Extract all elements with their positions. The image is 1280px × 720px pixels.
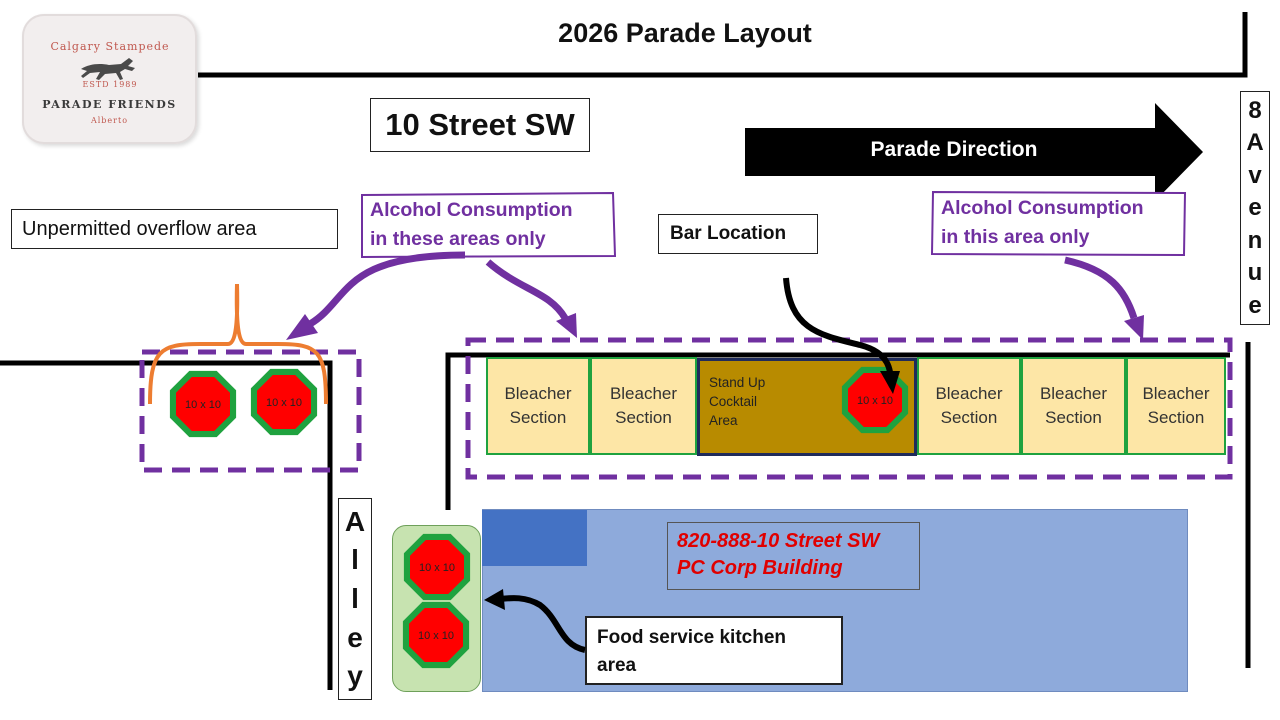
street-label: 10 Street SW <box>370 98 590 152</box>
avenue-letter: e <box>1248 194 1262 221</box>
alley-label: A l l e y <box>338 498 372 700</box>
kitchen-label-line1: Food service kitchen <box>597 627 787 648</box>
alcohol-note-left-line1: Alcohol Consumption <box>370 199 573 221</box>
street-edge-west <box>0 360 333 690</box>
logo-estd-text: ESTD 1989 <box>82 80 138 89</box>
bleacher-label-line1: Bleacher <box>935 384 1003 403</box>
alcohol-note-left: Alcohol Consumption in these areas only <box>360 192 616 258</box>
street-edge-top <box>198 12 1248 78</box>
note-frame-right <box>931 190 1187 256</box>
cocktail-area-label: Stand Up Cocktail Area <box>709 373 809 430</box>
bleacher-label-line2: Section <box>615 408 672 427</box>
avenue-letter: A <box>1246 129 1264 156</box>
alley-letter: A <box>344 505 366 537</box>
building-address-box: 820-888-10 Street SW PC Corp Building <box>667 522 920 590</box>
overflow-area-label: Unpermitted overflow area <box>11 209 338 249</box>
alley-letter: e <box>347 621 363 653</box>
cocktail-label-line3: Area <box>709 413 738 428</box>
building-accent-block <box>482 510 587 566</box>
kitchen-label-line2: area <box>597 655 637 676</box>
alley-letter: l <box>351 582 359 614</box>
street-edge-east <box>445 352 1230 510</box>
logo-top-text: Calgary Stampede <box>50 40 170 53</box>
bleacher-label-line2: Section <box>509 408 567 427</box>
note-frame-left <box>361 192 616 258</box>
bar-location-label: Bar Location <box>658 214 818 254</box>
parade-direction-arrow <box>745 103 1203 201</box>
alcohol-note-right-line1: Alcohol Consumption <box>941 197 1144 219</box>
parade-direction-label: Parade Direction <box>870 138 1038 161</box>
avenue-letter: n <box>1247 226 1263 254</box>
alcohol-zone-left <box>139 349 362 473</box>
building-address: 820-888-10 Street SW <box>677 530 880 552</box>
bleacher-label-line1: Bleacher <box>1039 384 1108 403</box>
logo <box>22 14 197 144</box>
alcohol-note-right-line2: in this area only <box>941 226 1090 248</box>
alley-letter: l <box>351 544 359 576</box>
avenue-letter: u <box>1247 259 1263 286</box>
bleacher-label-line2: Section <box>1147 408 1205 427</box>
alcohol-note-left-line2: in these areas only <box>370 228 546 250</box>
horse-icon <box>81 58 135 80</box>
avenue-letter: e <box>1248 291 1262 319</box>
avenue-letter: 8 <box>1248 96 1262 124</box>
bleacher-label-line1: Bleacher <box>1142 384 1210 403</box>
cocktail-label-line1: Stand Up <box>709 375 766 390</box>
building-name: PC Corp Building <box>677 557 843 579</box>
avenue-label: 8 A v e n u e <box>1240 91 1270 325</box>
bleacher-label-line1: Bleacher <box>609 384 678 403</box>
overflow-bracket <box>148 283 328 405</box>
logo-sub-text: Alberto <box>90 116 129 125</box>
bleacher-label-line1: Bleacher <box>504 384 572 403</box>
alley-letter: y <box>347 660 363 692</box>
page-title: 2026 Parade Layout <box>558 18 812 48</box>
kitchen-label-box: Food service kitchen area <box>585 616 843 685</box>
alcohol-note-right: Alcohol Consumption in this area only <box>931 190 1187 256</box>
kitchen-zone <box>392 525 481 692</box>
bleacher-label-line2: Section <box>1045 408 1102 427</box>
avenue-letter: v <box>1248 161 1262 189</box>
logo-main-text: PARADE FRIENDS <box>42 98 177 111</box>
bleacher-label-line2: Section <box>940 408 998 427</box>
cocktail-label-line2: Cocktail <box>709 394 758 409</box>
